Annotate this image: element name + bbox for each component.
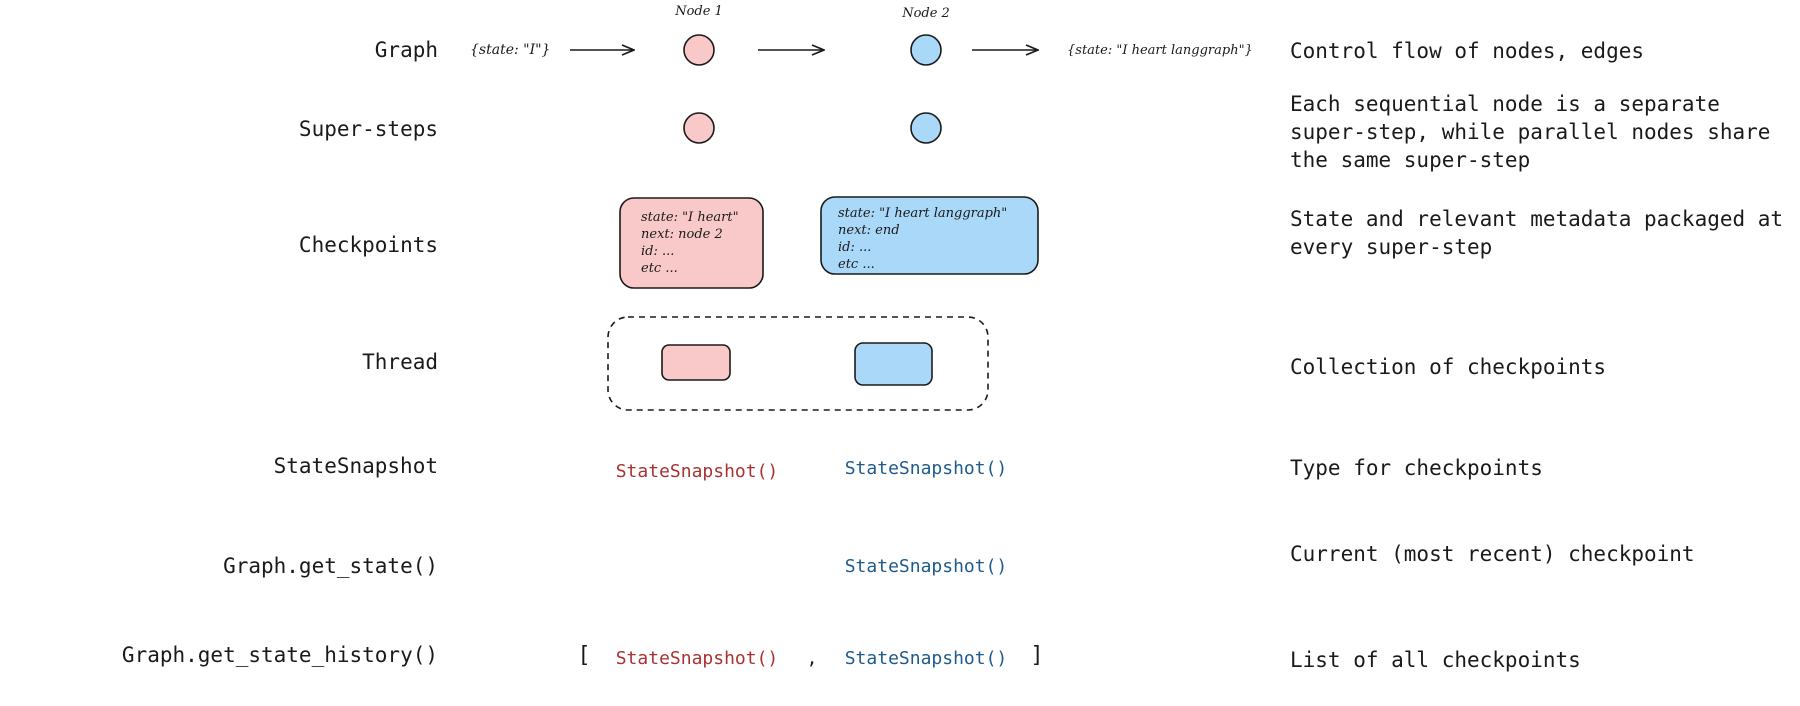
- row-desc-thread: Collection of checkpoints: [1290, 355, 1607, 379]
- statesnapshot-node1: StateSnapshot(): [616, 461, 779, 482]
- row-desc-get-state-history: List of all checkpoints: [1290, 648, 1581, 672]
- history-snapshot-node1: StateSnapshot(): [616, 648, 779, 669]
- checkpoint-node1-line: id: ...: [641, 244, 674, 259]
- checkpoint-node1-card: [619, 197, 764, 289]
- checkpoint-node2-line: next: end: [838, 223, 900, 238]
- superstep-node1-circle: [683, 112, 715, 144]
- checkpoint-node2-line: etc ...: [838, 257, 875, 272]
- graph-input-state: {state: "I"}: [470, 42, 550, 58]
- graph-node2-circle: [910, 34, 942, 66]
- superstep-node2-circle: [910, 112, 942, 144]
- row-label-super-steps: Super-steps: [298, 117, 438, 141]
- graph-output-state: {state: "I heart langgraph"}: [1067, 43, 1253, 58]
- get-state-result: StateSnapshot(): [845, 556, 1008, 577]
- history-close-bracket: ]: [1030, 643, 1043, 668]
- row-desc-statesnapshot: Type for checkpoints: [1290, 456, 1543, 480]
- node2-label: Node 2: [901, 6, 950, 21]
- row-label-get-state-history: Graph.get_state_history(): [121, 643, 438, 667]
- graph-node1-circle: [683, 34, 715, 66]
- thread-checkpoint1: [661, 344, 731, 381]
- row-label-graph: Graph: [374, 38, 438, 62]
- history-open-bracket: [: [577, 643, 590, 668]
- row-desc-graph: Control flow of nodes, edges: [1290, 39, 1645, 63]
- row-desc-checkpoints: State and relevant metadata packaged at …: [1290, 207, 1784, 259]
- row-desc-get-state: Current (most recent) checkpoint: [1290, 542, 1695, 566]
- row-desc-super-steps: Each sequential node is a separate super…: [1290, 92, 1771, 172]
- history-snapshot-node2: StateSnapshot(): [845, 648, 1008, 669]
- checkpoint-node2-line: id: ...: [838, 240, 871, 255]
- statesnapshot-node2: StateSnapshot(): [845, 458, 1008, 479]
- checkpoint-node2-card: [820, 196, 1039, 275]
- row-label-thread: Thread: [362, 350, 438, 374]
- row-label-statesnapshot: StateSnapshot: [273, 454, 438, 478]
- checkpoint-node2-line: state: "I heart langgraph": [838, 206, 1007, 221]
- history-separator: ,: [807, 648, 818, 669]
- thread-checkpoint2: [854, 342, 933, 386]
- row-label-get-state: Graph.get_state(): [223, 554, 438, 578]
- row-label-checkpoints: Checkpoints: [298, 233, 438, 257]
- checkpoint-node1-line: next: node 2: [641, 227, 723, 242]
- thread-boundary: [607, 316, 989, 411]
- node1-label: Node 1: [674, 4, 723, 19]
- checkpoint-node1-line: state: "I heart": [641, 210, 739, 225]
- checkpoint-node1-line: etc ...: [641, 261, 678, 276]
